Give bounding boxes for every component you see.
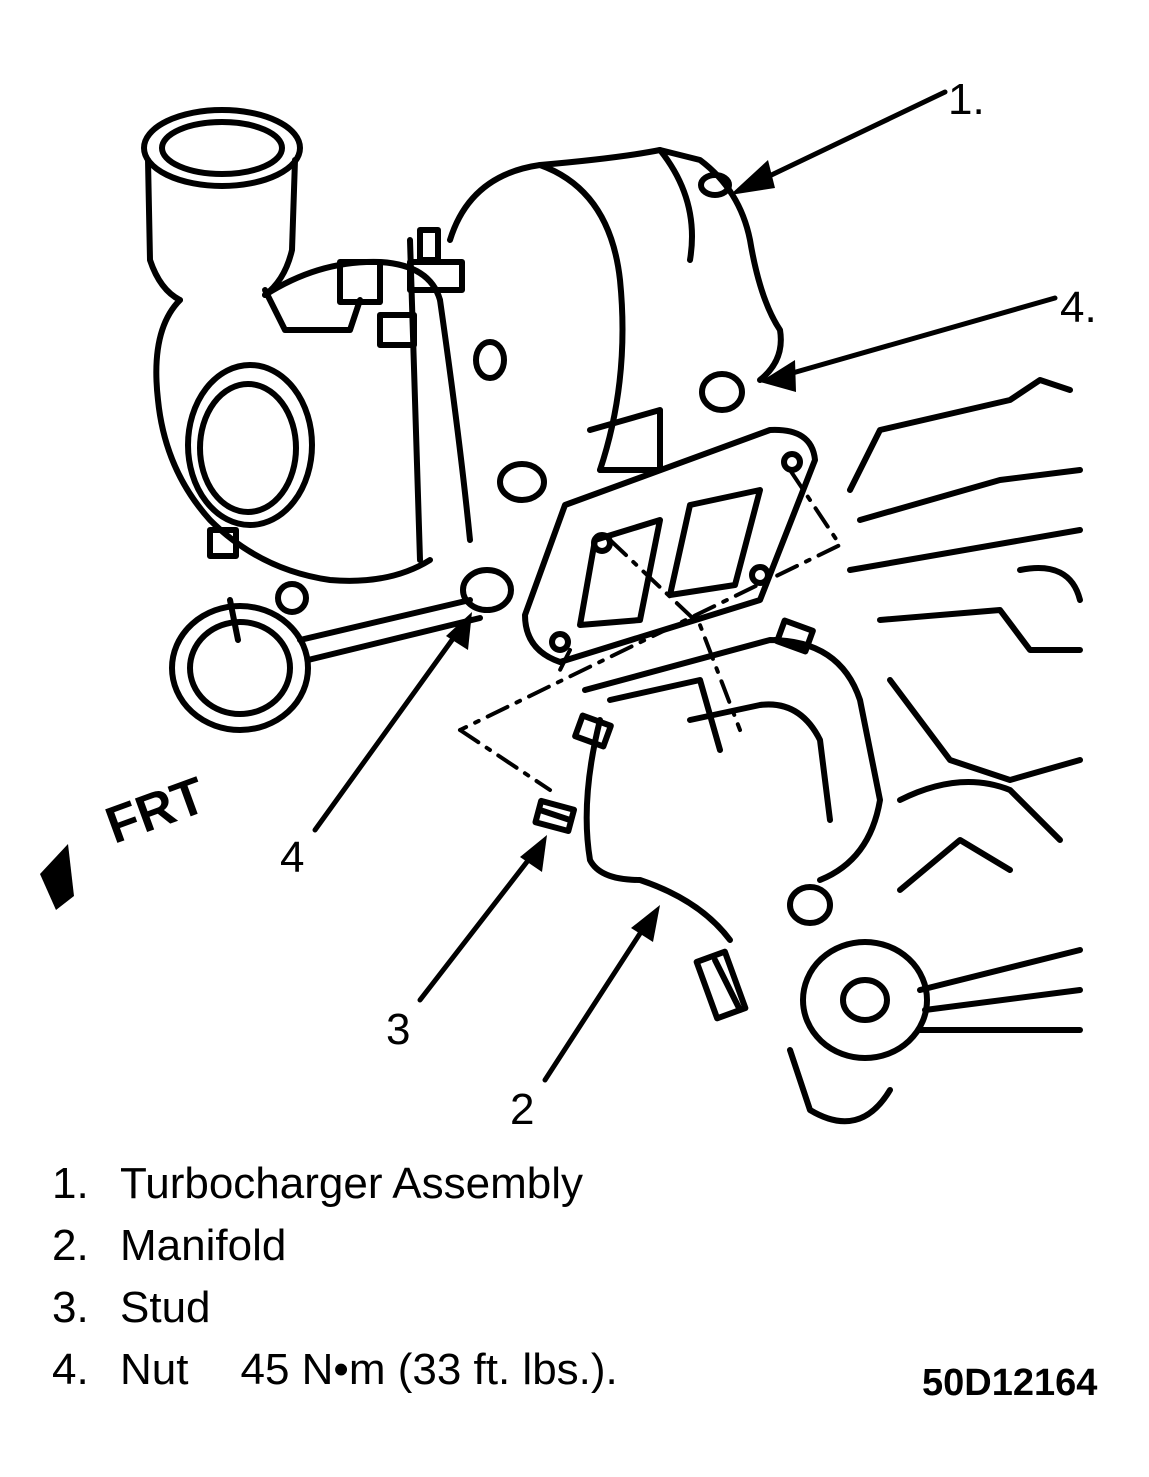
leader-arrows	[312, 89, 1058, 1083]
legend-text: Stud	[120, 1283, 211, 1332]
legend-text: Manifold	[120, 1221, 287, 1270]
legend-number: 2.	[52, 1221, 89, 1270]
callout-2: 2	[510, 1085, 535, 1134]
legend-item: 1. Turbocharger Assembly	[52, 1162, 583, 1206]
callout-1: 1.	[948, 75, 985, 124]
arrowhead-4b	[446, 612, 472, 650]
arrowhead-1	[730, 160, 775, 195]
legend-text: Turbocharger Assembly	[120, 1159, 584, 1208]
front-arrow-icon	[40, 844, 74, 910]
figure-id: 50D12164	[922, 1362, 1098, 1404]
legend-item: 2. Manifold	[52, 1224, 286, 1268]
legend-item: 4. Nut 45 N•m (33 ft. lbs.).	[52, 1348, 618, 1392]
torque-spec: 45 N•m (33 ft. lbs.).	[240, 1345, 618, 1394]
legend-item: 3. Stud	[52, 1286, 211, 1330]
legend-number: 1.	[52, 1159, 89, 1208]
flange-gasket-drawing	[522, 426, 818, 665]
legend-number: 3.	[52, 1283, 89, 1332]
callout-4-lower: 4	[280, 833, 305, 882]
callout-4-upper: 4.	[1060, 283, 1097, 332]
alignment-lines	[458, 468, 842, 792]
callout-3: 3	[386, 1005, 411, 1054]
arrowhead-2	[631, 905, 660, 942]
turbocharger-drawing	[141, 107, 784, 733]
arrowhead-4a	[760, 360, 796, 392]
front-direction-indicator: FRT	[40, 766, 240, 920]
legend-number: 4.	[52, 1345, 89, 1394]
front-label: FRT	[98, 766, 214, 856]
turbocharger-exploded-diagram	[141, 89, 1083, 1125]
legend-text: Nut	[120, 1345, 189, 1394]
manifold-drawing	[532, 377, 1083, 1125]
arrowhead-3	[520, 835, 547, 872]
